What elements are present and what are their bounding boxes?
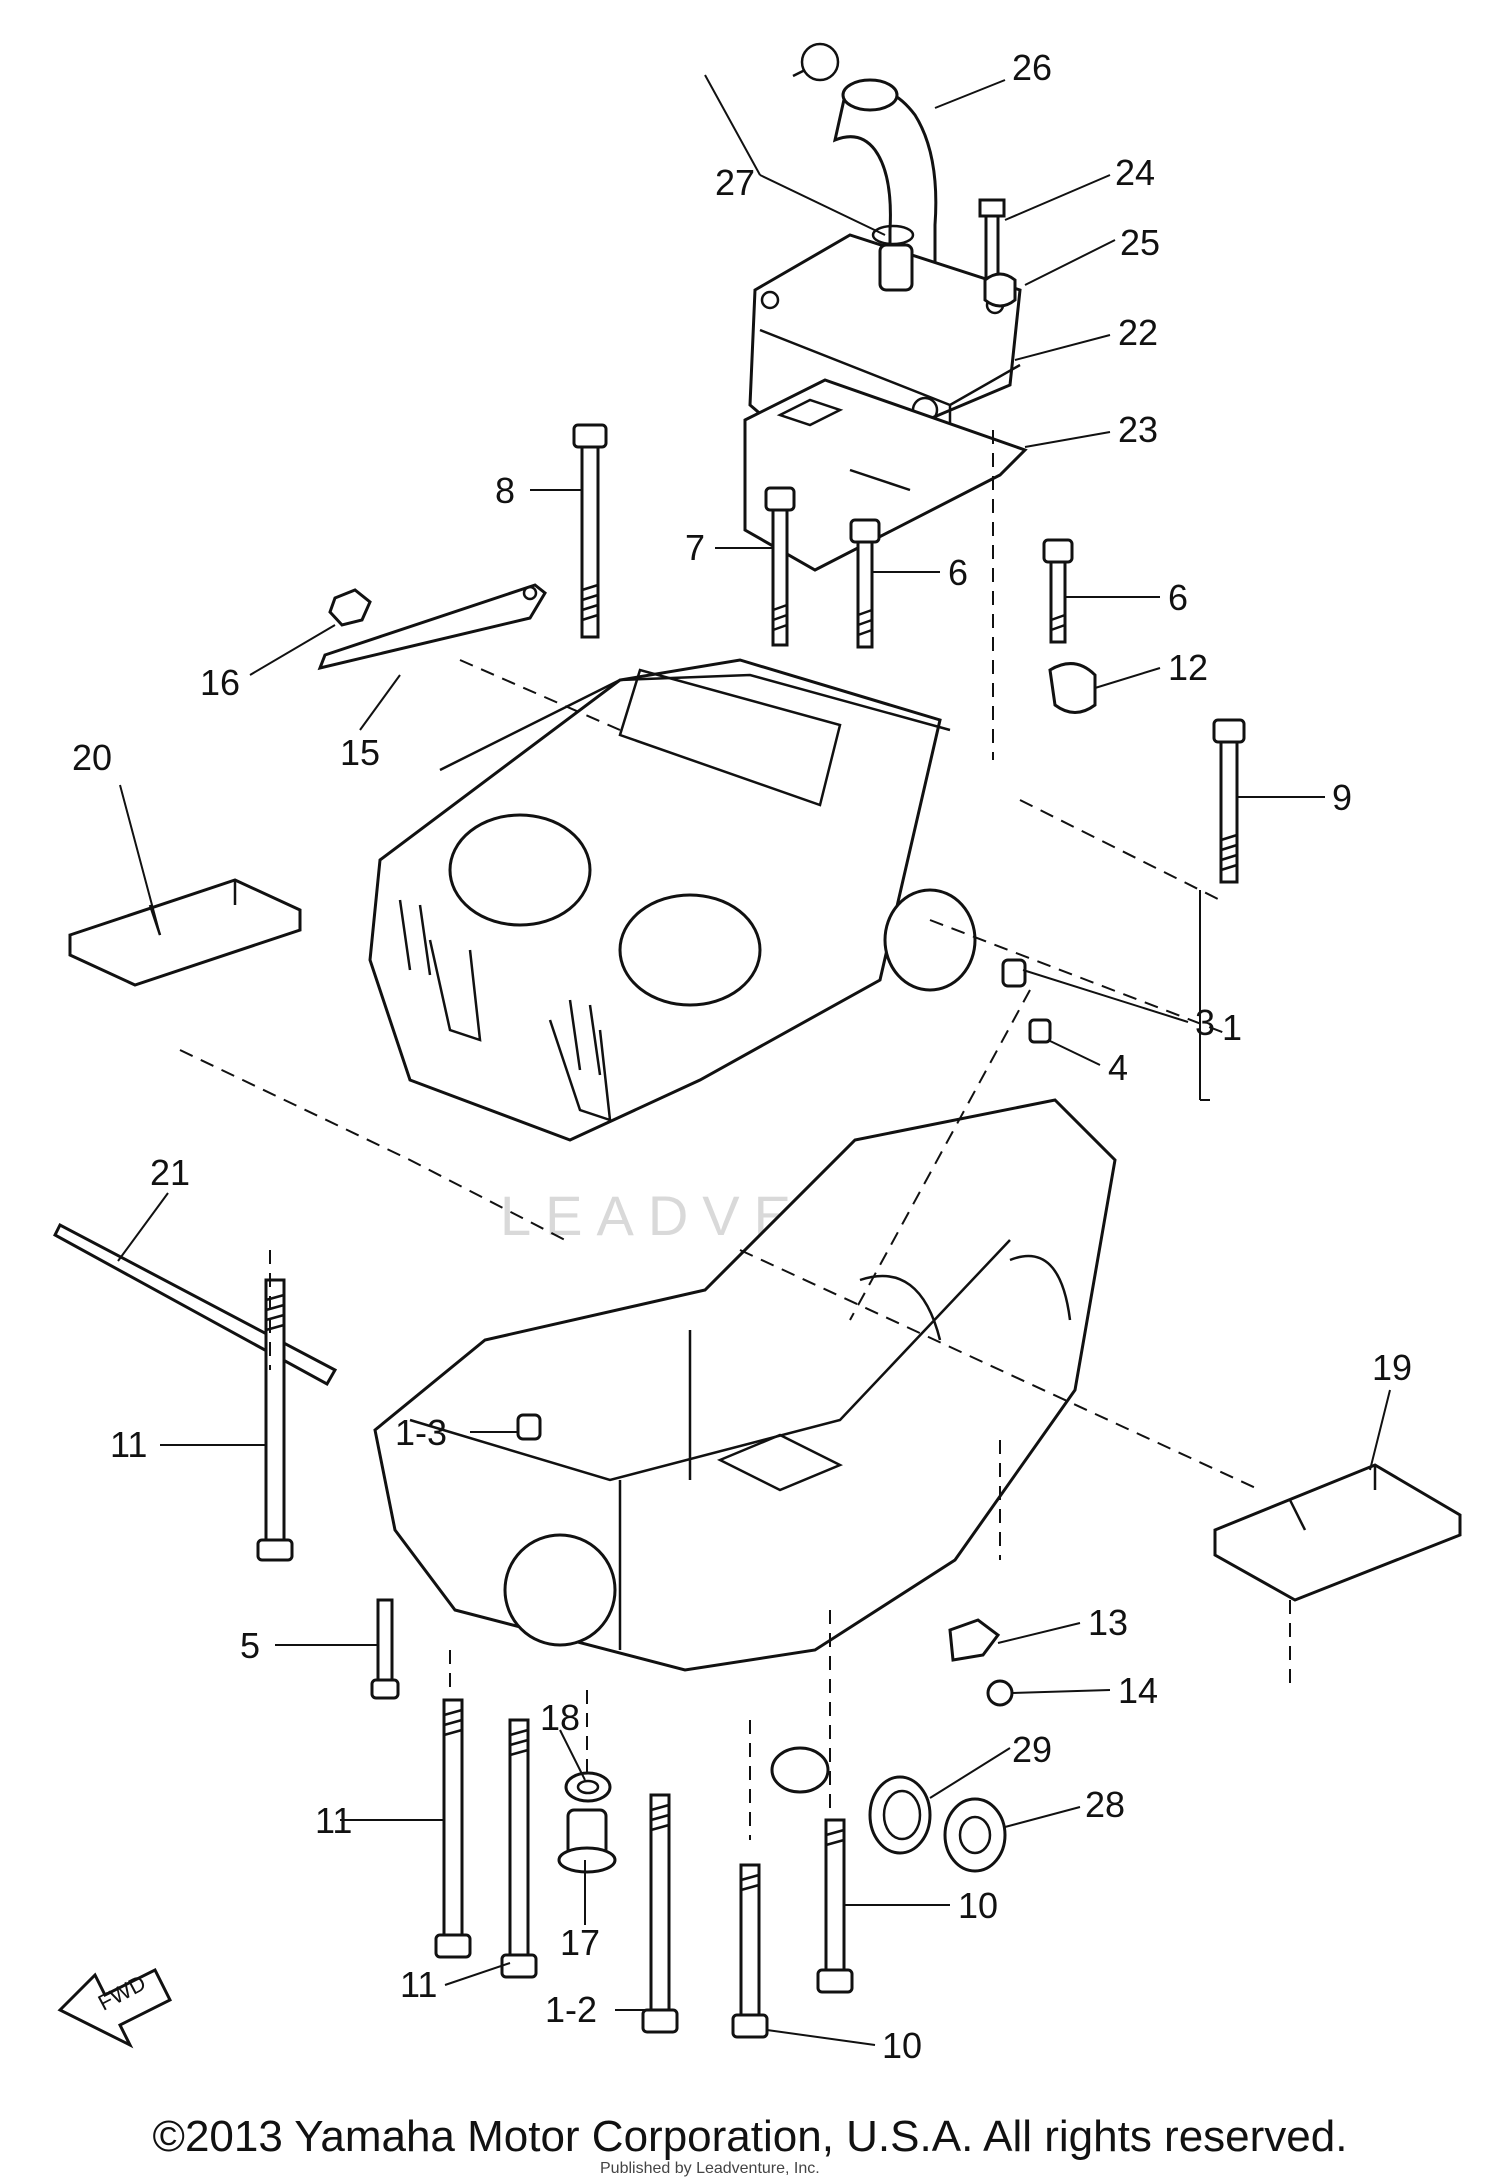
callout-23: 23 [1118,409,1158,450]
callout-21: 21 [150,1152,190,1193]
bolt-part-10-left [731,1863,769,2039]
plate-part-20 [68,878,302,987]
nut-part-16 [328,588,372,627]
bolt-part-7 [764,486,796,647]
callout-22: 22 [1118,312,1158,353]
o-ring-part-29 [868,1775,932,1855]
callout-15: 15 [340,732,380,773]
callout-24: 24 [1115,152,1155,193]
callout-1-3: 1-3 [395,1412,447,1453]
callout-8: 8 [495,470,515,511]
callout-11a: 11 [110,1424,147,1465]
callout-labels: 26 27 24 25 22 23 8 7 6 6 12 16 15 20 9 … [72,47,1412,2066]
plug-part-4 [1028,1018,1052,1044]
bolt-part-8 [572,423,608,639]
callout-6b: 6 [1168,577,1188,618]
callout-28: 28 [1085,1784,1125,1825]
callout-27: 27 [715,162,755,203]
dowel-part-3-upper [1001,958,1027,988]
bolt-part-11-left [256,1278,294,1562]
callout-6a: 6 [948,552,968,593]
callout-16: 16 [200,662,240,703]
publisher-credit: Published by Leadventure, Inc. [600,2160,820,2177]
plate-part-19 [1213,1463,1462,1602]
bolt-part-24 [978,198,1006,286]
bracket-part-15 [317,583,547,671]
callout-9: 9 [1332,777,1352,818]
callout-12: 12 [1168,647,1208,688]
bolt-part-6-left [849,518,881,649]
callout-19: 19 [1372,1347,1412,1388]
bolt-part-10-right [816,1818,854,1994]
leader-lines [117,74,1391,2046]
screw-part-14 [986,1679,1014,1707]
callout-11b: 11 [315,1800,352,1841]
bolt-part-6-right [1042,538,1074,644]
callout-29: 29 [1012,1729,1052,1770]
callout-14: 14 [1118,1670,1158,1711]
drain-plug-part-17 [557,1808,617,1874]
clamp-part-12 [1048,662,1097,714]
callout-4: 4 [1108,1047,1128,1088]
callout-17: 17 [560,1922,600,1963]
callout-10a: 10 [958,1885,998,1926]
callout-3a: 3 [1195,1002,1215,1043]
fwd-direction-badge: FWD [57,1967,173,2049]
callout-1-2: 1-2 [545,1989,597,2030]
washer-part-18 [564,1771,612,1803]
bolt-part-11-right [500,1718,538,1979]
callout-1: 1 [1222,1007,1242,1048]
alignment-lines [179,430,1291,1840]
cover-gasket-part-23 [743,378,1028,572]
copyright-footer: ©2013 Yamaha Motor Corporation, U.S.A. A… [152,2112,1348,2161]
upper-crankcase [368,658,977,1142]
callout-11c: 11 [400,1964,437,2005]
breather-hose-part-26 [832,78,938,287]
shaft-part-21 [53,1222,338,1387]
lower-crankcase [373,1098,1117,1794]
bolt-part-9 [1212,718,1246,884]
plug-part-28 [943,1797,1007,1873]
callout-25: 25 [1120,222,1160,263]
callout-7: 7 [685,527,705,568]
callout-10b: 10 [882,2025,922,2066]
bolt-part-2 [641,1793,679,2034]
callout-20: 20 [72,737,112,778]
bolt-part-5 [370,1598,400,1700]
callout-5: 5 [240,1625,260,1666]
callout-26: 26 [1012,47,1052,88]
bracket-part-13 [948,1618,1001,1662]
dowel-part-3-lower [516,1413,542,1441]
callout-18: 18 [540,1697,580,1738]
bolt-part-11-mid [434,1698,472,1959]
callout-13: 13 [1088,1602,1128,1643]
clamp-part-25 [983,272,1017,308]
